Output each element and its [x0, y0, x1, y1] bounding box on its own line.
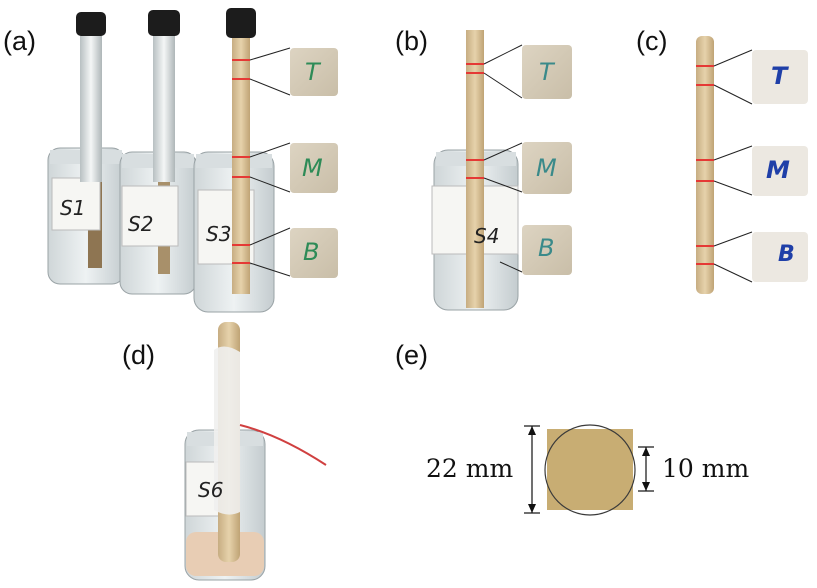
jar-label-s4: S4 [474, 224, 500, 248]
jar-label-s3: S3 [206, 222, 232, 246]
jar-label-s1: S1 [60, 196, 86, 220]
tag-b-b: B [538, 234, 555, 262]
rod-circle [544, 424, 636, 516]
sample-block-a-b [290, 228, 338, 278]
tag-a-m: M [302, 154, 323, 182]
sample-block-a-m [290, 143, 338, 193]
tag-c-b: B [778, 242, 795, 267]
tag-a-b: B [303, 238, 320, 266]
sample-block-c-t [752, 50, 808, 104]
wood-rod-4 [466, 30, 484, 308]
red-wire [239, 424, 327, 466]
tube-1 [76, 12, 106, 182]
sample-block-b-b [522, 225, 572, 275]
tube-2 [148, 10, 180, 182]
tag-c-t: T [771, 62, 788, 90]
tag-c-m: M [766, 156, 790, 184]
dimension-10mm: 10 mm [662, 454, 750, 483]
panel-a-callout-lines [249, 47, 291, 277]
panel-e-cross-section [524, 424, 654, 516]
panel-d-photo [184, 322, 327, 581]
sample-block-b-t [522, 45, 572, 99]
panel-b-photo [431, 30, 572, 311]
square-section [547, 429, 633, 510]
panel-label-c: (c) [636, 26, 668, 56]
sample-block-a-t [290, 48, 338, 96]
panel-a-photo [47, 8, 338, 313]
panel-label-a: (a) [3, 26, 36, 56]
sample-block-c-m [752, 146, 808, 196]
panel-c-photo [696, 36, 808, 294]
tag-a-t: T [305, 58, 320, 86]
panel-label-d: (d) [122, 340, 155, 370]
wood-rod-3 [226, 8, 256, 294]
wood-rod-c [696, 36, 714, 294]
panel-label-e: (e) [395, 340, 428, 370]
sample-block-b-m [522, 142, 572, 194]
dimension-22mm: 22 mm [426, 454, 514, 483]
tag-b-t: T [539, 58, 554, 86]
sample-block-c-b [752, 232, 808, 282]
jar-label-s2: S2 [128, 212, 154, 236]
jar-label-s6: S6 [198, 478, 224, 502]
panel-label-b: (b) [395, 26, 428, 56]
tag-b-m: M [536, 154, 557, 182]
